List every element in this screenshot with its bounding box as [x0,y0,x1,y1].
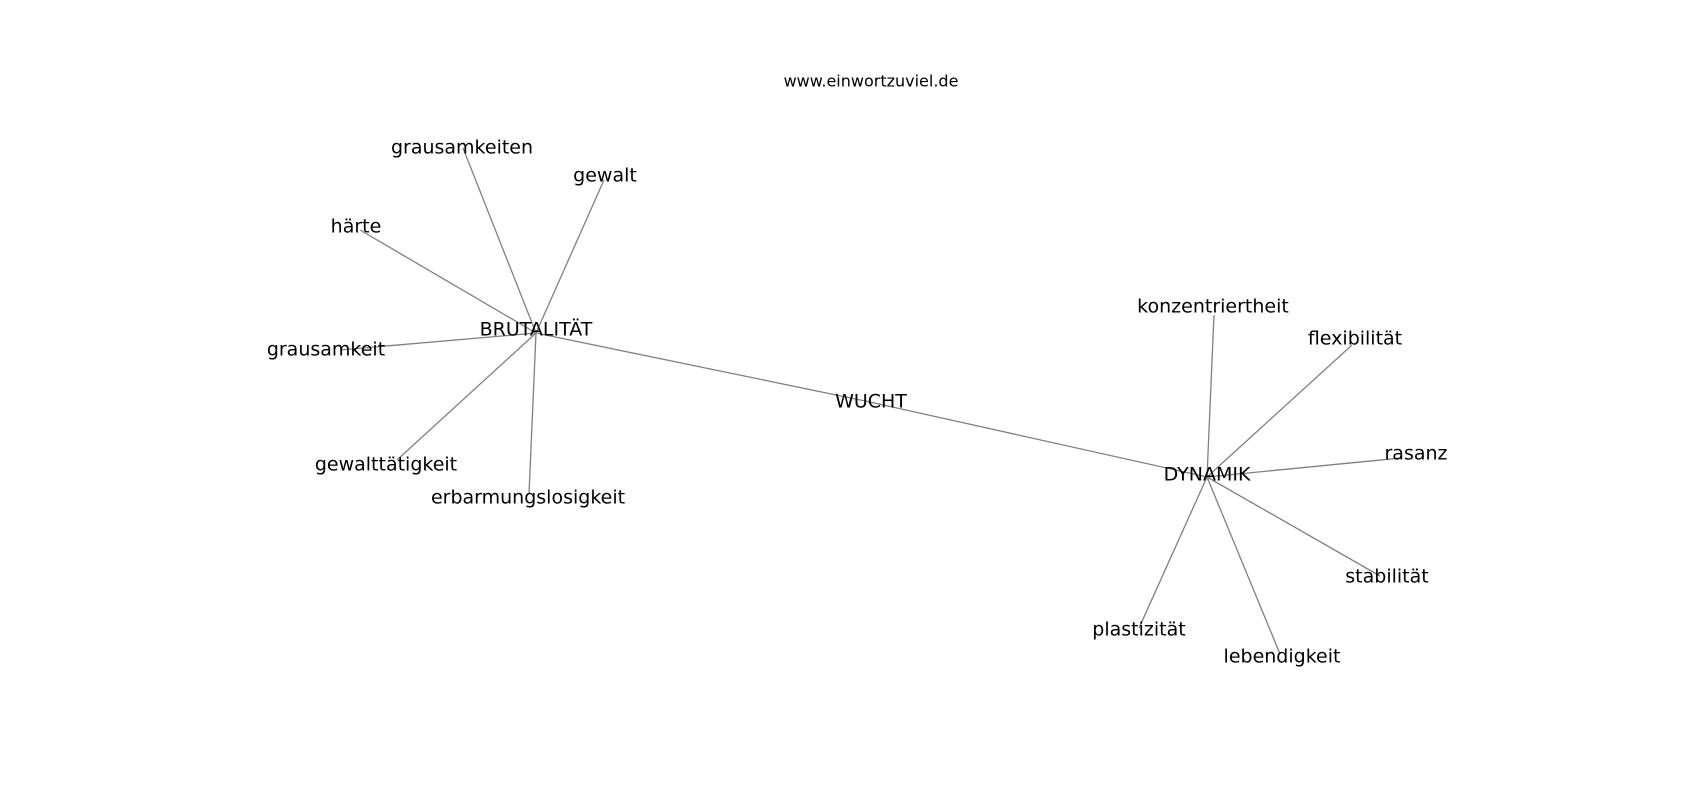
edge-wucht-brutalitaet [535,332,871,403]
edge-brutalitaet-gewalt [535,179,605,334]
node-label-flexibilitaet: flexibilität [1308,328,1402,350]
edge-dynamik-flexibilitaet [1206,344,1353,478]
edge-dynamik-plastizitaet [1138,476,1208,629]
edge-brutalitaet-haerte [359,229,537,334]
edge-dynamik-rasanz [1206,457,1402,478]
node-label-lebendigkeit: lebendigkeit [1224,646,1341,668]
node-label-dynamik: DYNAMIK [1164,464,1251,486]
node-label-grausamkeiten: grausamkeiten [391,137,533,159]
node-label-wucht: WUCHT [835,391,907,413]
edge-layer [339,147,1402,655]
node-label-gewalt: gewalt [573,165,637,187]
source-caption: www.einwortzuviel.de [784,72,959,91]
node-label-erbarmungslosigkeit: erbarmungslosigkeit [431,487,625,509]
edge-brutalitaet-gewalttaetigkeit [396,332,537,461]
edge-brutalitaet-grausamkeiten [462,147,537,334]
edge-brutalitaet-erbarmungslosigkeit [528,332,537,495]
edge-dynamik-konzentriertheit [1206,314,1215,478]
node-label-grausamkeit: grausamkeit [267,339,385,361]
edge-wucht-dynamik [869,401,1208,478]
node-label-rasanz: rasanz [1384,443,1447,465]
node-label-stabilitaet: stabilität [1345,566,1428,588]
node-label-layer: WUCHT BRUTALITÄT DYNAMIK grausamkeiten gewal… [267,137,1448,668]
edge-dynamik-lebendigkeit [1206,476,1281,655]
node-label-gewalttaetigkeit: gewalttätigkeit [315,454,457,476]
node-label-haerte: härte [331,216,382,238]
node-label-plastizitaet: plastizität [1092,619,1185,641]
node-label-konzentriertheit: konzentriertheit [1137,296,1289,318]
node-label-brutalitaet: BRUTALITÄT [480,318,593,341]
edge-brutalitaet-grausamkeit [339,332,537,351]
edge-dynamik-stabilitaet [1206,476,1381,577]
